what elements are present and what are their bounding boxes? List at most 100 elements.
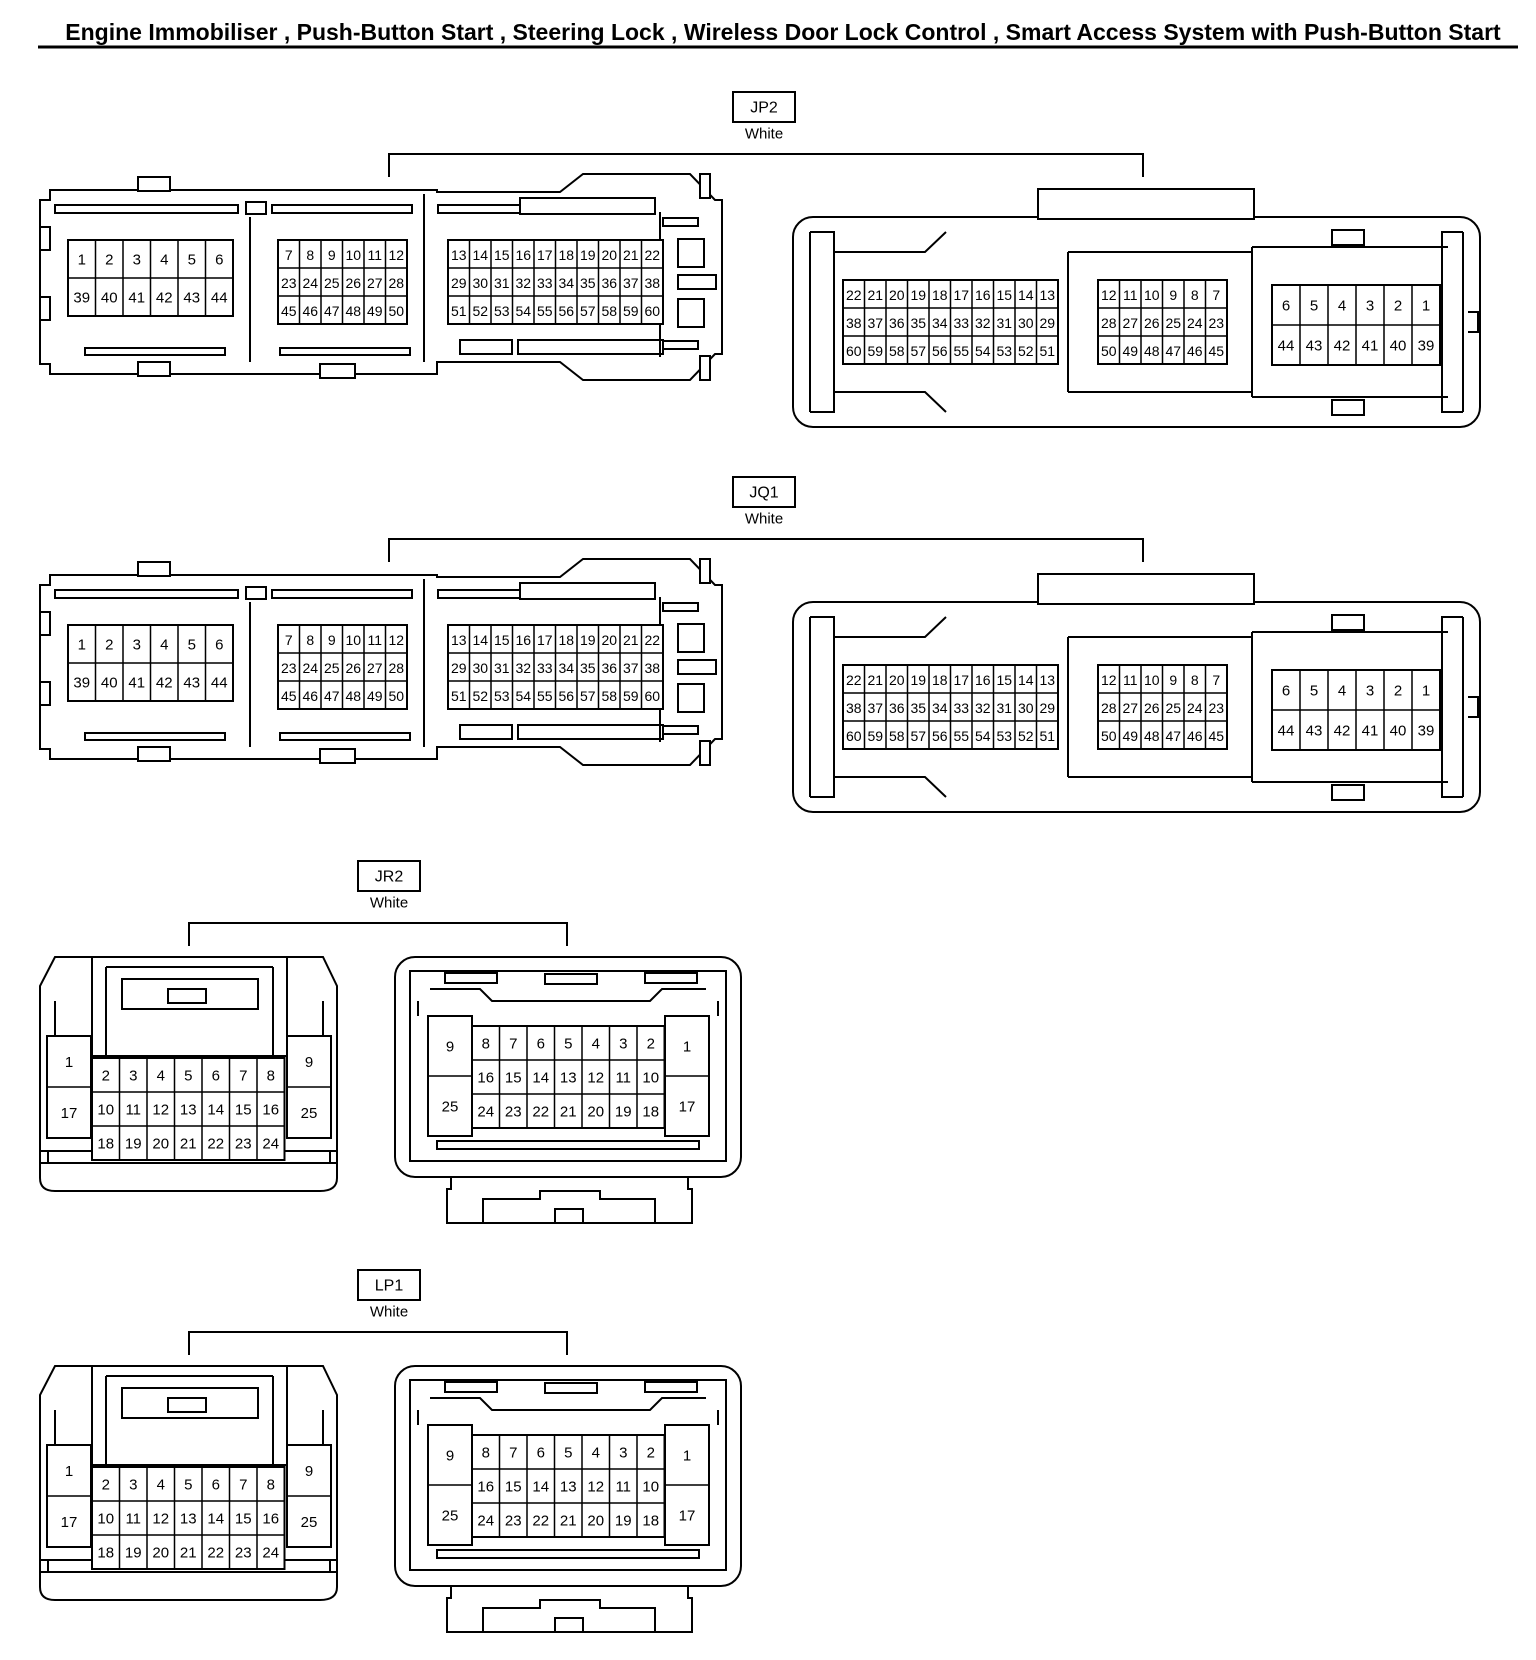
pin-number: 4 [1338,298,1346,315]
pin-number: 30 [472,660,488,676]
male-housing [39,558,723,766]
pin-number: 24 [1187,315,1203,331]
pin-number: 16 [477,1070,494,1087]
pin-number: 47 [324,688,340,704]
pin-number: 12 [388,632,404,648]
housing-detail [662,340,699,350]
pin-number: 17 [679,1508,696,1525]
pin-number: 14 [532,1479,549,1496]
pin-number: 21 [180,1545,197,1562]
pin-number: 3 [1366,298,1374,315]
pin-number: 30 [472,275,488,291]
pin-number: 38 [644,660,660,676]
connector-bracket [388,153,1144,177]
housing-detail [1331,614,1365,631]
pin-number: 9 [305,1463,313,1480]
housing-detail [677,683,705,713]
pin-number: 8 [1191,287,1199,303]
pin-number: 44 [211,290,228,307]
pin-number: 1 [78,252,86,269]
pin-number: 36 [601,275,617,291]
pin-number: 15 [494,632,510,648]
pin-number: 49 [367,688,383,704]
pin-number: 19 [125,1545,142,1562]
pin-number: 13 [1039,287,1055,303]
pin-number: 7 [1212,287,1220,303]
pin-number: 28 [388,275,404,291]
pin-number: 6 [212,1477,220,1494]
pin-number: 58 [601,688,617,704]
pin-number: 34 [932,315,948,331]
pin-number: 41 [128,675,145,692]
pin-number: 12 [587,1479,604,1496]
pin-number: 52 [1018,728,1034,744]
pin-number: 19 [615,1104,632,1121]
pin-cell [664,1484,710,1546]
housing-detail [544,973,598,985]
pin-number: 45 [281,688,297,704]
pin-number: 11 [1123,672,1138,688]
pin-cell [204,662,234,702]
pin-number: 34 [558,660,574,676]
pin-number: 26 [345,275,361,291]
pin-number: 20 [587,1104,604,1121]
pin-number: 11 [1123,287,1138,303]
housing-outline [40,226,51,251]
housing-detail [1037,188,1255,220]
pin-number: 48 [345,303,361,319]
pin-number: 25 [301,1514,318,1531]
pin-number: 48 [345,688,361,704]
pin-number: 31 [996,315,1012,331]
pin-number: 43 [183,290,200,307]
housing-detail [517,724,664,740]
male-housing [39,173,723,381]
pin-number: 27 [367,275,383,291]
pin-number: 4 [592,1036,600,1053]
pin-number: 19 [580,247,596,263]
pin-cell [664,1075,710,1137]
pin-number: 29 [451,660,467,676]
pin-number: 56 [932,728,948,744]
pin-number: 18 [932,672,948,688]
pin-number: 42 [1334,338,1351,355]
housing-detail [84,732,226,741]
pin-number: 25 [301,1105,318,1122]
pin-number: 13 [451,632,467,648]
housing-detail [519,582,656,600]
pin-number: 1 [683,1039,691,1056]
connector-id: LP1 [375,1278,404,1295]
pin-number: 21 [623,247,639,263]
housing-outline [121,1387,259,1419]
pin-number: 32 [515,275,531,291]
housing-detail [699,740,711,766]
pin-number: 46 [1187,728,1203,744]
pin-number: 42 [156,290,173,307]
pin-number: 10 [97,1511,114,1528]
pin-number: 3 [619,1036,627,1053]
pin-number: 50 [1101,343,1117,359]
housing-detail [436,1140,700,1150]
housing-detail [54,204,239,214]
pin-number: 19 [910,672,926,688]
pin-number: 8 [306,632,314,648]
housing-outline [1441,616,1463,798]
housing-outline [40,681,51,706]
pin-number: 49 [367,303,383,319]
pin-number: 55 [953,343,969,359]
pin-number: 3 [619,1445,627,1462]
pin-number: 57 [580,688,596,704]
pin-number: 59 [867,343,883,359]
housing-outline [482,1190,656,1223]
housing-detail [279,347,411,356]
housing-detail [677,274,717,290]
pin-number: 13 [451,247,467,263]
pin-number: 51 [1039,343,1055,359]
pin-number: 50 [388,303,404,319]
pin-number: 48 [1144,728,1160,744]
pin-number: 2 [1394,683,1402,700]
pin-number: 31 [494,275,510,291]
pin-number: 40 [101,290,118,307]
